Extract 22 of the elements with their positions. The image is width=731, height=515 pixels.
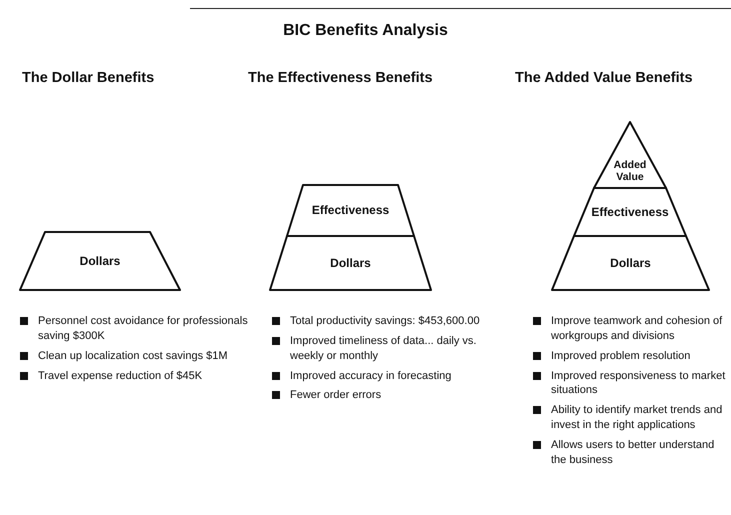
bullet-item: Improved accuracy in forecasting — [272, 368, 497, 384]
column-heading: The Added Value Benefits — [515, 70, 693, 86]
bullet-item: Clean up localization cost savings $1M — [20, 348, 255, 364]
bullet-item: Travel expense reduction of $45K — [20, 368, 255, 384]
section-label: Dollars — [610, 256, 651, 270]
bullet-item: Improved timeliness of data... daily vs. weekly or monthly — [272, 334, 497, 364]
section-label: Dollars — [80, 254, 120, 268]
section-label: Effectiveness — [312, 203, 390, 218]
bullet-item: Fewer order errors — [272, 388, 497, 404]
bullet-item: Allows users to better understand the business — [533, 438, 729, 468]
bullet-item: Improve teamwork and cohesion of workgroups and divisions — [533, 314, 729, 344]
section-label: Dollars — [330, 256, 371, 270]
bullet-item: Personnel cost avoidance for professionals saving $300K — [20, 314, 255, 344]
column-heading: The Effectiveness Benefits — [248, 70, 433, 86]
bullet-item: Ability to identify market trends and invest in the right applications — [533, 403, 729, 433]
bullet-item: Improved responsiveness to market situations — [533, 368, 729, 398]
bullet-item: Improved problem resolution — [533, 348, 729, 364]
column-heading: The Dollar Benefits — [22, 70, 154, 86]
bullet-item: Total productivity savings: $453,600.00 — [272, 314, 497, 329]
section-label: Added Value — [612, 158, 648, 184]
diagram-title: BIC Benefits Analysis — [282, 22, 449, 40]
section-label: Effectiveness — [591, 204, 669, 220]
